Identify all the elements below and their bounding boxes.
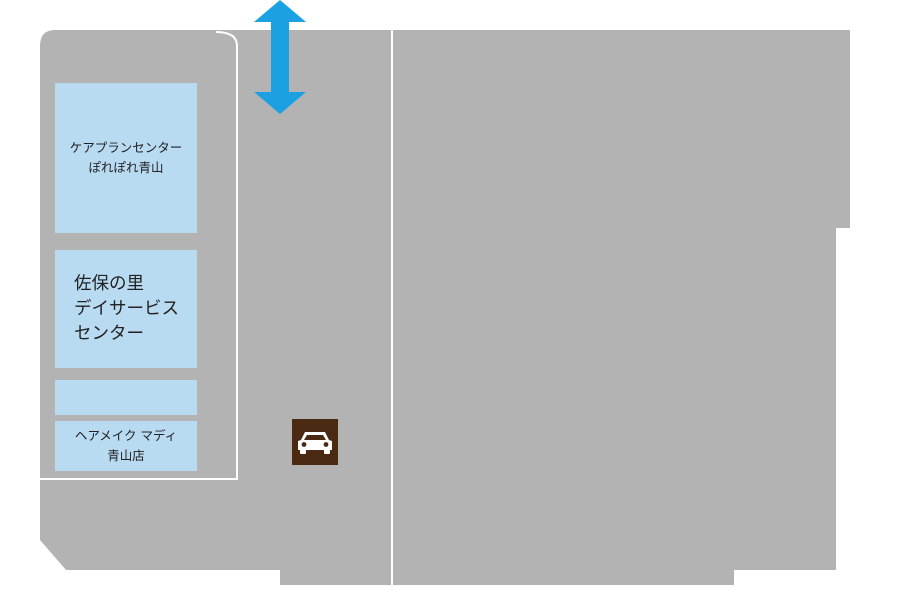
store-day-service-name-line3: センター (74, 323, 144, 344)
store-vacant-unit (55, 380, 197, 415)
store-day-service-name-line2: デイサービス (74, 298, 179, 319)
car-icon (298, 432, 332, 454)
store-care-plan-center: ケアプランセンター ぽれぽれ青山 (55, 83, 197, 233)
store-care-plan-name-line1: ケアプランセンター (69, 140, 183, 155)
store-hair-make-name-line2: 青山店 (107, 448, 145, 463)
store-day-service-name-line1: 佐保の里 (74, 273, 144, 294)
store-hair-make-name-line1: ヘアメイク マディ (74, 428, 178, 443)
parking-marker (292, 419, 338, 465)
building-outline (40, 31, 238, 480)
store-day-service-center: 佐保の里 デイサービス センター (55, 250, 197, 368)
store-care-plan-name-line2: ぽれぽれ青山 (88, 160, 164, 175)
store-hair-make-maddy: ヘアメイク マディ 青山店 (55, 421, 197, 471)
double-vertical-arrow-icon (254, 0, 306, 114)
ground-area (40, 30, 850, 585)
